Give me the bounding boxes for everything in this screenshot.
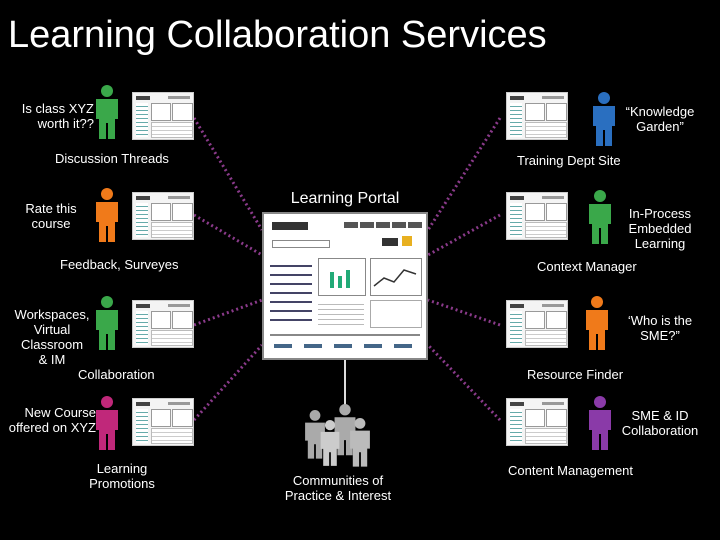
person-icon-group-1 [305, 410, 325, 459]
person-icon-left-3 [96, 296, 118, 350]
thumbnail-feedback [132, 192, 194, 240]
person-icon-right-3 [586, 296, 608, 350]
left-caption-1: Discussion Threads [55, 151, 169, 166]
person-icon-left-1 [96, 85, 118, 139]
left-question-4: New Course offered on XYZ [8, 405, 96, 435]
person-icon-group-3 [320, 420, 340, 466]
left-caption-3: Collaboration [78, 367, 155, 382]
right-question-4: SME & ID Collaboration [621, 408, 699, 438]
person-icon-right-1 [593, 92, 615, 146]
person-icon-right-4 [589, 396, 611, 450]
thumbnail-resource-finder [506, 300, 568, 348]
portal-screenshot [262, 212, 428, 360]
right-caption-2: Context Manager [537, 259, 637, 274]
person-icon-left-2 [96, 188, 118, 242]
left-question-3: Workspaces, Virtual Classroom & IM [14, 307, 90, 367]
person-icon-left-4 [96, 396, 118, 450]
thumbnail-context-manager [506, 192, 568, 240]
right-question-2: In-Process Embedded Learning [628, 206, 692, 251]
left-caption-4: Learning Promotions [89, 461, 155, 491]
right-question-3: ‘Who is the SME?” [627, 313, 693, 343]
page-title: Learning Collaboration Services [8, 14, 547, 56]
right-caption-3: Resource Finder [527, 367, 624, 382]
thumbnail-content-management [506, 398, 568, 446]
left-question-1: Is class XYZ worth it?? [21, 101, 94, 131]
thumbnail-discussion-threads [132, 92, 194, 140]
right-caption-1: Training Dept Site [517, 153, 621, 168]
thumbnail-collaboration [132, 300, 194, 348]
bottom-caption: Communities of Practice & Interest [284, 473, 392, 503]
right-caption-4: Content Management [508, 463, 634, 478]
portal-title: Learning Portal [290, 190, 400, 207]
right-question-1: “Knowledge Garden” [625, 104, 695, 134]
person-icon-group-4 [350, 418, 370, 467]
person-icon-right-2 [589, 190, 611, 244]
left-caption-2: Feedback, Surveyes [60, 257, 179, 272]
left-question-2: Rate this course [25, 201, 77, 231]
thumbnail-learning-promotions [132, 398, 194, 446]
thumbnail-training-dept [506, 92, 568, 140]
